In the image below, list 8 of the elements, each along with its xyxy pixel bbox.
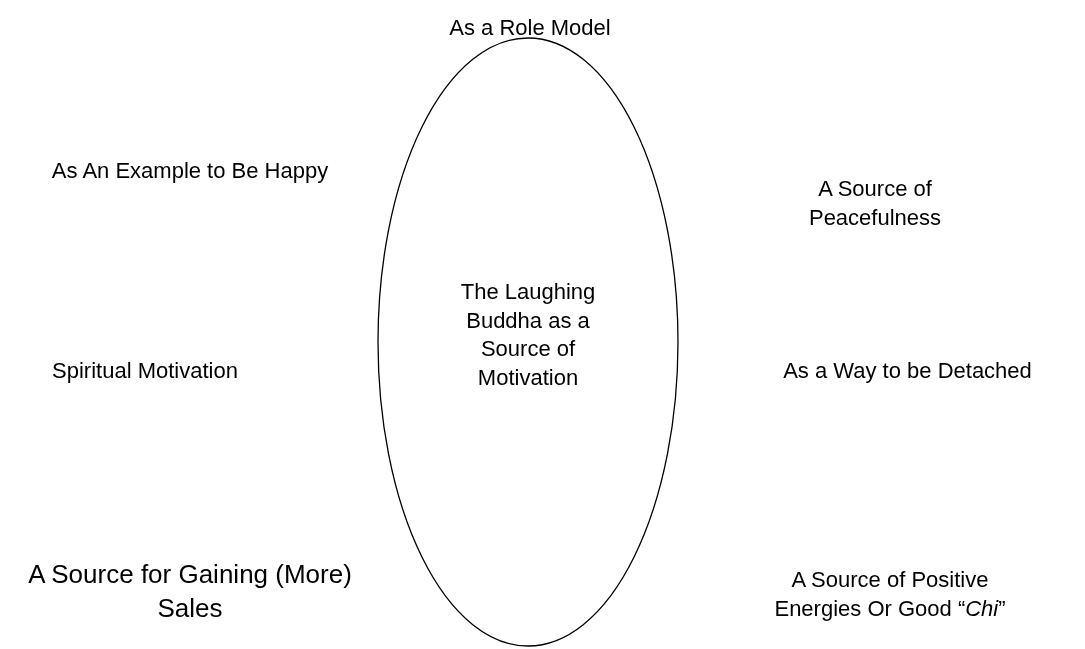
label-text: A Source for Gaining (More) Sales bbox=[27, 558, 353, 625]
label-text: A Source of Positive Energies Or Good “Chi” bbox=[773, 566, 1007, 623]
label-text: As a Way to be Detached bbox=[782, 357, 1033, 385]
label-text: As a Role Model bbox=[448, 14, 612, 42]
center-text: The Laughing Buddha as a Source of Motivation bbox=[459, 277, 597, 392]
label-text: A Source of Peacefulness bbox=[807, 175, 943, 232]
label-text: Spiritual Motivation bbox=[51, 357, 239, 385]
label-text: As An Example to Be Happy bbox=[50, 157, 330, 185]
